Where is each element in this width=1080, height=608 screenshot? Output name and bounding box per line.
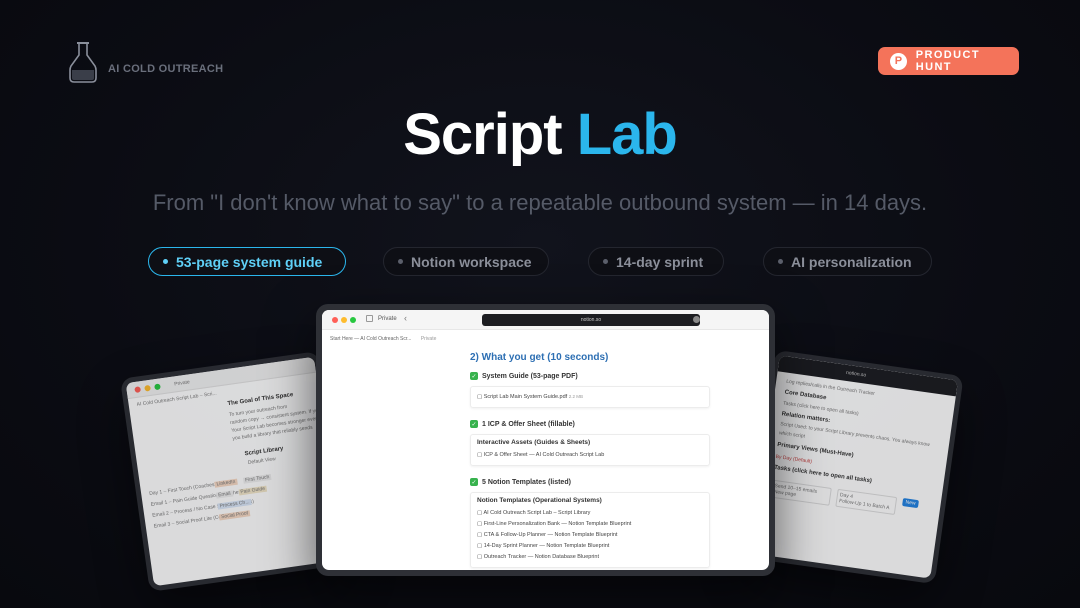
item-label: 14-Day Sprint Planner — Notion Template … [483, 543, 610, 549]
pill-label: AI personalization [791, 253, 912, 270]
page-icon: ▢ [477, 452, 483, 458]
dot-icon [163, 259, 168, 264]
check-icon: ✓ [470, 420, 478, 428]
page-icon: ▢ [477, 510, 483, 516]
item-label: First-Line Personalization Bank — Notion… [483, 521, 632, 527]
center-content: 2) What you get (10 seconds) ✓ System Gu… [470, 346, 710, 570]
back-icon[interactable]: ‹ [404, 313, 407, 323]
sidebar-toggle-icon[interactable] [366, 315, 373, 322]
close-dot-icon [134, 385, 141, 393]
page-icon: ▢ [477, 532, 483, 538]
section-header: ✓ 5 Notion Templates (listed) [470, 478, 710, 486]
item-label: CTA & Follow-Up Planner — Notion Templat… [483, 532, 618, 538]
title-accent: Lab [576, 102, 678, 167]
page-subtitle: From "I don't know what to say" to a rep… [152, 190, 928, 215]
close-dot-icon[interactable] [332, 317, 338, 323]
product-hunt-icon: P [890, 52, 907, 70]
item-label: ICP & Offer Sheet — AI Cold Outreach Scr… [483, 452, 605, 458]
flask-icon [69, 42, 97, 83]
pill-label: Notion workspace [411, 253, 532, 270]
page-icon: ▢ [477, 521, 483, 527]
right-card: Send 10–15 emails New page [769, 479, 832, 506]
left-screenshot: Private AI Cold Outreach Script Lab – Sc… [120, 351, 348, 592]
minimize-dot-icon[interactable] [341, 317, 347, 323]
center-heading: 2) What you get (10 seconds) [470, 352, 609, 363]
section-title: 5 Notion Templates (listed) [482, 478, 571, 486]
pill-label: 14-day sprint [616, 253, 704, 270]
list-item[interactable]: ▢ AI Cold Outreach Script Lab – Script L… [477, 508, 703, 519]
file-card[interactable]: ▢ Script Lab Main System Guide.pdf 2.2 M… [470, 386, 710, 408]
center-titlebar: Private ‹ notion.so [322, 310, 769, 330]
zoom-dot-icon[interactable] [350, 317, 356, 323]
right-card: Day 4 Follow-Up 1 to Batch A [835, 488, 898, 515]
left-tab: Private [173, 378, 191, 387]
item-label: AI Cold Outreach Script Lab – Script Lib… [483, 510, 591, 516]
check-icon: ✓ [470, 478, 478, 486]
dot-icon [778, 259, 783, 264]
settings-icon[interactable] [693, 316, 700, 323]
product-hunt-label: PRODUCT HUNT [915, 49, 980, 73]
center-url-bar[interactable]: notion.so [482, 314, 700, 326]
left-screen: Private AI Cold Outreach Script Lab – Sc… [125, 356, 343, 587]
pill-system-guide[interactable]: 53-page system guide [148, 247, 346, 276]
left-tag: LinkedIn [214, 478, 238, 488]
list-item[interactable]: ▢ 14-Day Sprint Planner — Notion Templat… [477, 541, 703, 552]
right-url: notion.so [845, 369, 867, 379]
file-size: 2.2 MB [568, 394, 583, 399]
brand: AI COLD OUTREACH [68, 40, 223, 84]
pill-ai-personalization[interactable]: AI personalization [763, 247, 932, 276]
list-item[interactable]: ▢ ICP & Offer Sheet — AI Cold Outreach S… [477, 450, 703, 461]
dot-icon [398, 259, 403, 264]
section-header: ✓ System Guide (53-page PDF) [470, 372, 710, 380]
center-tab: Private [378, 316, 397, 322]
breadcrumb-page: Start Here — AI Cold Outreach Scr... [330, 336, 412, 342]
right-screen: notion.so Log replies/calls in the Outre… [751, 355, 959, 579]
page-icon: ▢ [477, 543, 483, 549]
pill-label: 53-page system guide [176, 253, 323, 270]
page-icon: ▢ [477, 554, 483, 560]
left-tag: Email [215, 489, 233, 499]
section-title: System Guide (53-page PDF) [482, 372, 578, 380]
dot-icon [603, 259, 608, 264]
pill-notion-workspace[interactable]: Notion workspace [383, 247, 549, 276]
product-hunt-button[interactable]: P PRODUCT HUNT [878, 47, 1019, 75]
templates-card: Notion Templates (Operational Systems) ▢… [470, 492, 710, 568]
item-label: Outreach Tracker — Notion Database Bluep… [483, 554, 599, 560]
file-name: Script Lab Main System Guide.pdf [483, 394, 568, 400]
section-header: ✓ 1 ICP & Offer Sheet (fillable) [470, 420, 710, 428]
list-item[interactable]: ▢ First-Line Personalization Bank — Noti… [477, 519, 703, 530]
pill-14-day-sprint[interactable]: 14-day sprint [588, 247, 724, 276]
section-title: 1 ICP & Offer Sheet (fillable) [482, 420, 575, 428]
file-icon: ▢ [477, 394, 483, 400]
center-breadcrumb[interactable]: Start Here — AI Cold Outreach Scr... Pri… [330, 336, 436, 342]
page-title: Script Lab [0, 100, 1080, 170]
card-title: Interactive Assets (Guides & Sheets) [477, 439, 591, 446]
minimize-dot-icon [144, 384, 151, 392]
title-main: Script [403, 102, 562, 167]
center-screenshot: Private ‹ notion.so Start Here — AI Cold… [316, 304, 775, 576]
zoom-dot-icon [154, 382, 161, 390]
card-title: Notion Templates (Operational Systems) [477, 497, 602, 504]
file-row[interactable]: ▢ Script Lab Main System Guide.pdf 2.2 M… [477, 391, 703, 403]
breadcrumb-scope: Private [420, 336, 437, 342]
list-item[interactable]: ▢ Outreach Tracker — Notion Database Blu… [477, 552, 703, 563]
center-url: notion.so [580, 317, 602, 323]
check-icon: ✓ [470, 372, 478, 380]
left-tag: Social Proof [218, 509, 251, 520]
assets-card: Interactive Assets (Guides & Sheets) ▢ I… [470, 434, 710, 466]
right-new-button[interactable]: New [902, 498, 920, 509]
center-screen: Private ‹ notion.so Start Here — AI Cold… [322, 310, 769, 570]
feature-pills: 53-page system guide Notion workspace 14… [0, 247, 1080, 277]
list-item[interactable]: ▢ CTA & Follow-Up Planner — Notion Templ… [477, 530, 703, 541]
right-screenshot: notion.so Log replies/calls in the Outre… [746, 349, 964, 585]
brand-label: AI COLD OUTREACH [108, 63, 224, 75]
